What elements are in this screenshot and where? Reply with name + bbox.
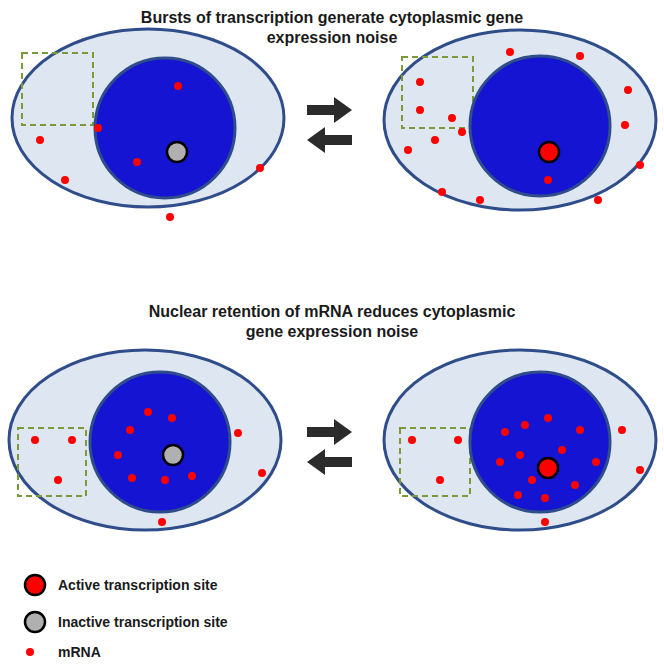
mrna-dot [258, 469, 266, 477]
inactive-site-swatch [25, 612, 45, 632]
mrna-dot [621, 121, 629, 129]
cell [384, 350, 656, 530]
mrna-dot [541, 494, 549, 502]
legend-label: Inactive transcription site [58, 613, 228, 631]
mrna-dot [68, 436, 76, 444]
mrna-dot [558, 446, 566, 454]
mrna-dot [54, 476, 62, 484]
mrna-dot [61, 176, 69, 184]
mrna-dot [188, 472, 196, 480]
nucleus [470, 56, 610, 196]
mrna-dot [436, 476, 444, 484]
legend-label: mRNA [58, 643, 101, 661]
mrna-dot [158, 518, 166, 526]
cell [384, 30, 656, 210]
forward-arrow [307, 97, 352, 123]
mrna-dot [458, 128, 466, 136]
mrna-dot [133, 158, 141, 166]
cytoplasm [12, 29, 284, 207]
sampling-box [18, 428, 86, 496]
mrna-dot [448, 114, 456, 122]
reverse-arrow [307, 449, 352, 475]
mrna-dot [408, 436, 416, 444]
mrna-dot [454, 436, 462, 444]
mrna-dot [166, 213, 174, 221]
mrna-dot [528, 476, 536, 484]
section-heading: Bursts of transcription generate cytopla… [112, 8, 552, 48]
mrna-dot [636, 466, 644, 474]
mrna-dot [576, 52, 584, 60]
mrna-dot [514, 491, 522, 499]
mrna-dot [94, 124, 102, 132]
mrna-dot [521, 421, 529, 429]
sampling-box [400, 428, 470, 496]
active-transcription-site [539, 142, 559, 162]
nucleus [470, 372, 610, 512]
mrna-dot [624, 86, 632, 94]
mrna-dot [144, 408, 152, 416]
mrna-dot [476, 196, 484, 204]
mrna-dot [636, 161, 644, 169]
sampling-box [402, 57, 473, 128]
mrna-dot [544, 176, 552, 184]
cell [12, 29, 284, 221]
inactive-transcription-site [163, 445, 183, 465]
mrna-dot [576, 426, 584, 434]
mrna-dot [516, 451, 524, 459]
cytoplasm [9, 350, 281, 530]
mrna-dot [161, 476, 169, 484]
mrna-dot [618, 426, 626, 434]
mrna-dot [114, 451, 122, 459]
sampling-box [22, 53, 93, 125]
mrna-dot [256, 164, 264, 172]
mrna-dot [501, 428, 509, 436]
mrna-dot [496, 458, 504, 466]
section-heading: Nuclear retention of mRNA reduces cytopl… [142, 302, 522, 342]
cytoplasm [384, 30, 656, 210]
mrna-dot [234, 429, 242, 437]
mrna-dot [438, 188, 446, 196]
mrna-dot [31, 436, 39, 444]
mrna-dot [126, 426, 134, 434]
active-transcription-site [538, 458, 558, 478]
mrna-dot [541, 518, 549, 526]
mrna-dot [571, 481, 579, 489]
mrna-swatch [26, 648, 34, 656]
mrna-dot [506, 48, 514, 56]
nucleus [90, 372, 230, 512]
mrna-dot [128, 474, 136, 482]
mrna-dot [416, 78, 424, 86]
mrna-dot [592, 458, 600, 466]
mrna-dot [416, 106, 424, 114]
active-site-swatch [25, 575, 45, 595]
mrna-dot [174, 82, 182, 90]
cytoplasm [384, 350, 656, 530]
mrna-dot [594, 196, 602, 204]
reverse-arrow [307, 127, 352, 153]
nucleus [95, 58, 235, 198]
mrna-dot [404, 146, 412, 154]
mrna-dot [544, 414, 552, 422]
mrna-dot [431, 136, 439, 144]
mrna-dot [36, 136, 44, 144]
cell [9, 350, 281, 530]
inactive-transcription-site [167, 142, 187, 162]
mrna-dot [168, 414, 176, 422]
forward-arrow [307, 419, 352, 445]
legend-label: Active transcription site [58, 576, 218, 594]
